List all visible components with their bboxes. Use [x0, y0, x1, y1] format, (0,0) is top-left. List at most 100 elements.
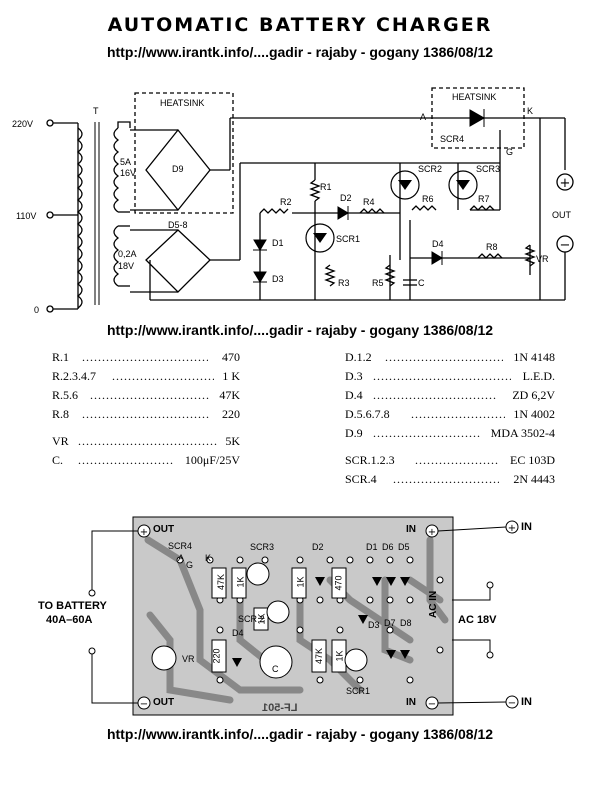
- pcb-label-d1: D1: [366, 542, 378, 552]
- part-value: 1 K: [222, 369, 240, 383]
- part-value: 47K: [219, 388, 240, 402]
- pcb-label-470: 470: [333, 575, 344, 591]
- part-value: 1N 4002: [513, 407, 555, 421]
- pcb-label-out-top: OUT: [153, 524, 175, 535]
- pcb-label-scr1: SCR1: [346, 686, 371, 696]
- pcb-label-d6: D6: [382, 542, 394, 552]
- part-value: L.E.D.: [522, 369, 555, 383]
- transformer-secondary-main: [113, 127, 120, 213]
- part-ref: C.: [52, 453, 64, 467]
- resistor-r4: [359, 208, 385, 214]
- label-heatsink-2: HEATSINK: [452, 92, 496, 102]
- parts-list-left: R.1.....................................…: [52, 348, 240, 470]
- part-ref: D.1.2: [345, 350, 372, 364]
- resistor-r8: [477, 253, 503, 259]
- pcb-label-d4: D4: [232, 628, 244, 638]
- schematic-diagram: 220V 110V 0 T 5A 16V 0,2A 18V HEATSINK H…: [12, 87, 574, 315]
- pcb-label-47k-a: 47K: [216, 573, 227, 591]
- parts-row: C.......................................…: [52, 451, 240, 470]
- label-0v: 0: [34, 305, 39, 315]
- label-a: A: [420, 112, 426, 122]
- label-d3: D3: [272, 274, 284, 284]
- diode-d2: [337, 206, 349, 220]
- label-scr4: SCR4: [440, 134, 464, 144]
- part-ref: R.2.3.4.7: [52, 369, 97, 383]
- transformer-secondary-ctrl: [113, 225, 120, 287]
- to-battery-label: TO BATTERY: [38, 600, 107, 612]
- part-value: 5K: [225, 434, 240, 448]
- label-d4: D4: [432, 239, 444, 249]
- parts-row: R.1.....................................…: [52, 348, 240, 367]
- label-vr: VR: [536, 254, 549, 264]
- zener-d4: [431, 251, 443, 265]
- pcb-label-g: G: [186, 560, 194, 570]
- battery-rating-label: 40A–60A: [46, 614, 93, 626]
- pcb-label-in-bottom: IN: [406, 697, 416, 708]
- parts-row: D.1.2...................................…: [345, 348, 555, 367]
- label-110v: 110V: [16, 211, 36, 221]
- part-ref: R.8: [52, 407, 70, 421]
- parts-row: D.5.6.7.8...............................…: [345, 405, 555, 424]
- parts-row: D.9.....................................…: [345, 424, 555, 443]
- pcb-board-code: LF-501: [262, 702, 298, 714]
- parts-row: R.5.6...................................…: [52, 386, 240, 405]
- part-value: ZD 6,2V: [512, 388, 555, 402]
- label-02a: 0,2A: [118, 249, 137, 259]
- pcb-label-220: 220: [211, 648, 222, 664]
- pcb-label-out-bottom: OUT: [153, 697, 175, 708]
- resistor-r1: [309, 179, 321, 202]
- external-label-in-plus: IN: [521, 521, 532, 533]
- pcb-label-d2: D2: [312, 542, 324, 552]
- label-c: C: [418, 278, 425, 288]
- part-value: 100μF/25V: [184, 453, 240, 467]
- pcb-label-d8: D8: [400, 618, 412, 628]
- label-r8: R8: [486, 242, 498, 252]
- led-d3: [253, 271, 267, 283]
- part-value: EC 103D: [510, 453, 555, 467]
- pcb-label-vr: VR: [182, 654, 195, 664]
- pcb-label-1k-a: 1K: [235, 576, 246, 588]
- resistor-r5: [384, 264, 396, 287]
- scr3-symbol: [448, 170, 478, 200]
- part-ref: R.5.6: [52, 388, 79, 402]
- pcb-label-1k-d: 1K: [334, 650, 345, 662]
- scr1-symbol: [305, 223, 335, 253]
- label-t: T: [93, 106, 99, 116]
- pcb-label-scr4: SCR4: [168, 541, 193, 551]
- pcb-label-a: A: [178, 553, 185, 563]
- label-g: G: [506, 147, 513, 157]
- part-value: 470: [222, 350, 240, 364]
- diode-d1: [253, 239, 267, 251]
- pcb-label-d7: D7: [384, 618, 396, 628]
- label-out: OUT: [552, 210, 572, 220]
- label-r6: R6: [422, 194, 434, 204]
- external-label-in-minus: IN: [521, 696, 532, 708]
- part-value: 220: [222, 407, 240, 421]
- part-ref: SCR.1.2.3: [345, 453, 395, 467]
- scr4-symbol: [469, 109, 486, 127]
- resistor-r7: [469, 205, 495, 211]
- label-r1: R1: [320, 182, 332, 192]
- pcb-label-in-top: IN: [406, 524, 416, 535]
- label-r3: R3: [338, 278, 350, 288]
- label-r7: R7: [478, 194, 490, 204]
- label-r2: R2: [280, 197, 292, 207]
- part-ref: D.9: [345, 426, 363, 440]
- part-ref: D.5.6.7.8: [345, 407, 390, 421]
- part-value: 1N 4148: [513, 350, 555, 364]
- label-k: K: [527, 106, 533, 116]
- label-220v: 220V: [12, 119, 33, 129]
- label-r4: R4: [363, 197, 375, 207]
- parts-row: R.2.3.4.7...............................…: [52, 367, 240, 386]
- watermark-middle: http://www.irantk.info/....gadir - rajab…: [106, 322, 494, 338]
- label-d1: D1: [272, 238, 284, 248]
- resistor-r6: [411, 205, 437, 211]
- heatsink-box-bridge: [134, 92, 234, 214]
- label-16v: 16V: [120, 168, 136, 178]
- part-ref: D.3: [345, 369, 363, 383]
- ac-voltage-label: AC 18V: [458, 614, 497, 626]
- pcb-label-scr2: SCR 2: [238, 614, 265, 624]
- page-title: AUTOMATIC BATTERY CHARGER: [107, 14, 493, 36]
- pcb-label-k: K: [205, 553, 212, 563]
- parts-list-right: D.1.2...................................…: [345, 348, 555, 489]
